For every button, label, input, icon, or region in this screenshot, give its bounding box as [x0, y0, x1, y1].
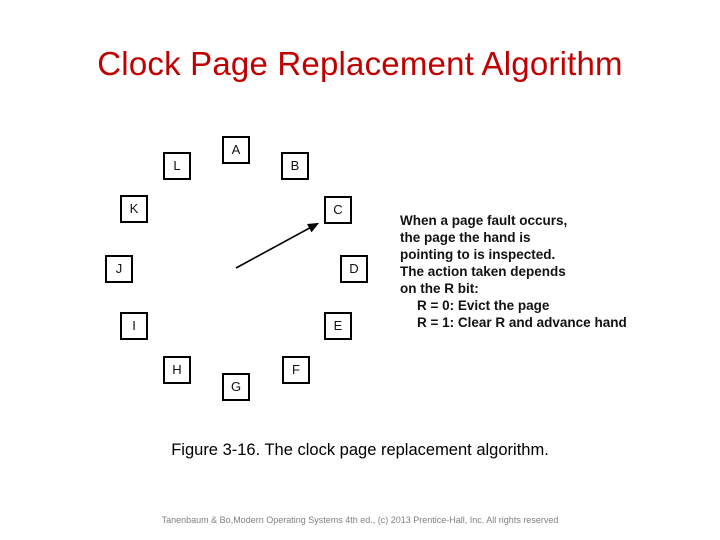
page-frame-c[interactable]: C: [324, 196, 352, 224]
page-frame-k[interactable]: K: [120, 195, 148, 223]
explanation-line: The action taken depends: [400, 264, 566, 279]
clock-hand-icon: [235, 222, 320, 269]
page-frame-label: A: [231, 142, 241, 157]
page-frame-label: E: [333, 318, 343, 333]
explanation-line: When a page fault occurs,: [400, 213, 568, 228]
page-frame-a[interactable]: A: [222, 136, 250, 164]
explanation-line: on the R bit:: [400, 281, 479, 296]
page-frame-label: G: [230, 379, 242, 394]
page-frame-label: J: [115, 261, 123, 276]
page-frame-i[interactable]: I: [120, 312, 148, 340]
page-frame-label: F: [292, 362, 300, 377]
explanation-line: R = 0: Evict the page: [417, 298, 550, 313]
page-frame-b[interactable]: B: [281, 152, 309, 180]
page-frame-l[interactable]: L: [163, 152, 191, 180]
page-frame-label: B: [290, 158, 300, 173]
explanation-line: pointing to is inspected.: [400, 247, 556, 262]
explanation-line: the page the hand is: [400, 230, 531, 245]
explanation-line: R = 1: Clear R and advance hand: [417, 315, 627, 330]
page-frame-f[interactable]: F: [282, 356, 310, 384]
clock-diagram: A B C D E F G H I J K L: [100, 130, 390, 405]
page-frame-label: K: [129, 201, 139, 216]
page-frame-label: I: [132, 318, 136, 333]
page-frame-label: L: [173, 158, 181, 173]
page-frame-j[interactable]: J: [105, 255, 133, 283]
page-frame-e[interactable]: E: [324, 312, 352, 340]
page-frame-h[interactable]: H: [163, 356, 191, 384]
page-frame-label: C: [333, 202, 343, 217]
figure-caption: Figure 3-16. The clock page replacement …: [171, 441, 549, 459]
page-frame-d[interactable]: D: [340, 255, 368, 283]
page-frame-g[interactable]: G: [222, 373, 250, 401]
page-frame-label: H: [172, 362, 182, 377]
page-frame-label: D: [349, 261, 359, 276]
explanation-text-block: When a page fault occurs, the page the ha…: [400, 212, 650, 331]
footer-credit: Tanenbaum & Bo,Modern Operating Systems …: [161, 515, 559, 525]
page-title: Clock Page Replacement Algorithm: [97, 45, 623, 82]
